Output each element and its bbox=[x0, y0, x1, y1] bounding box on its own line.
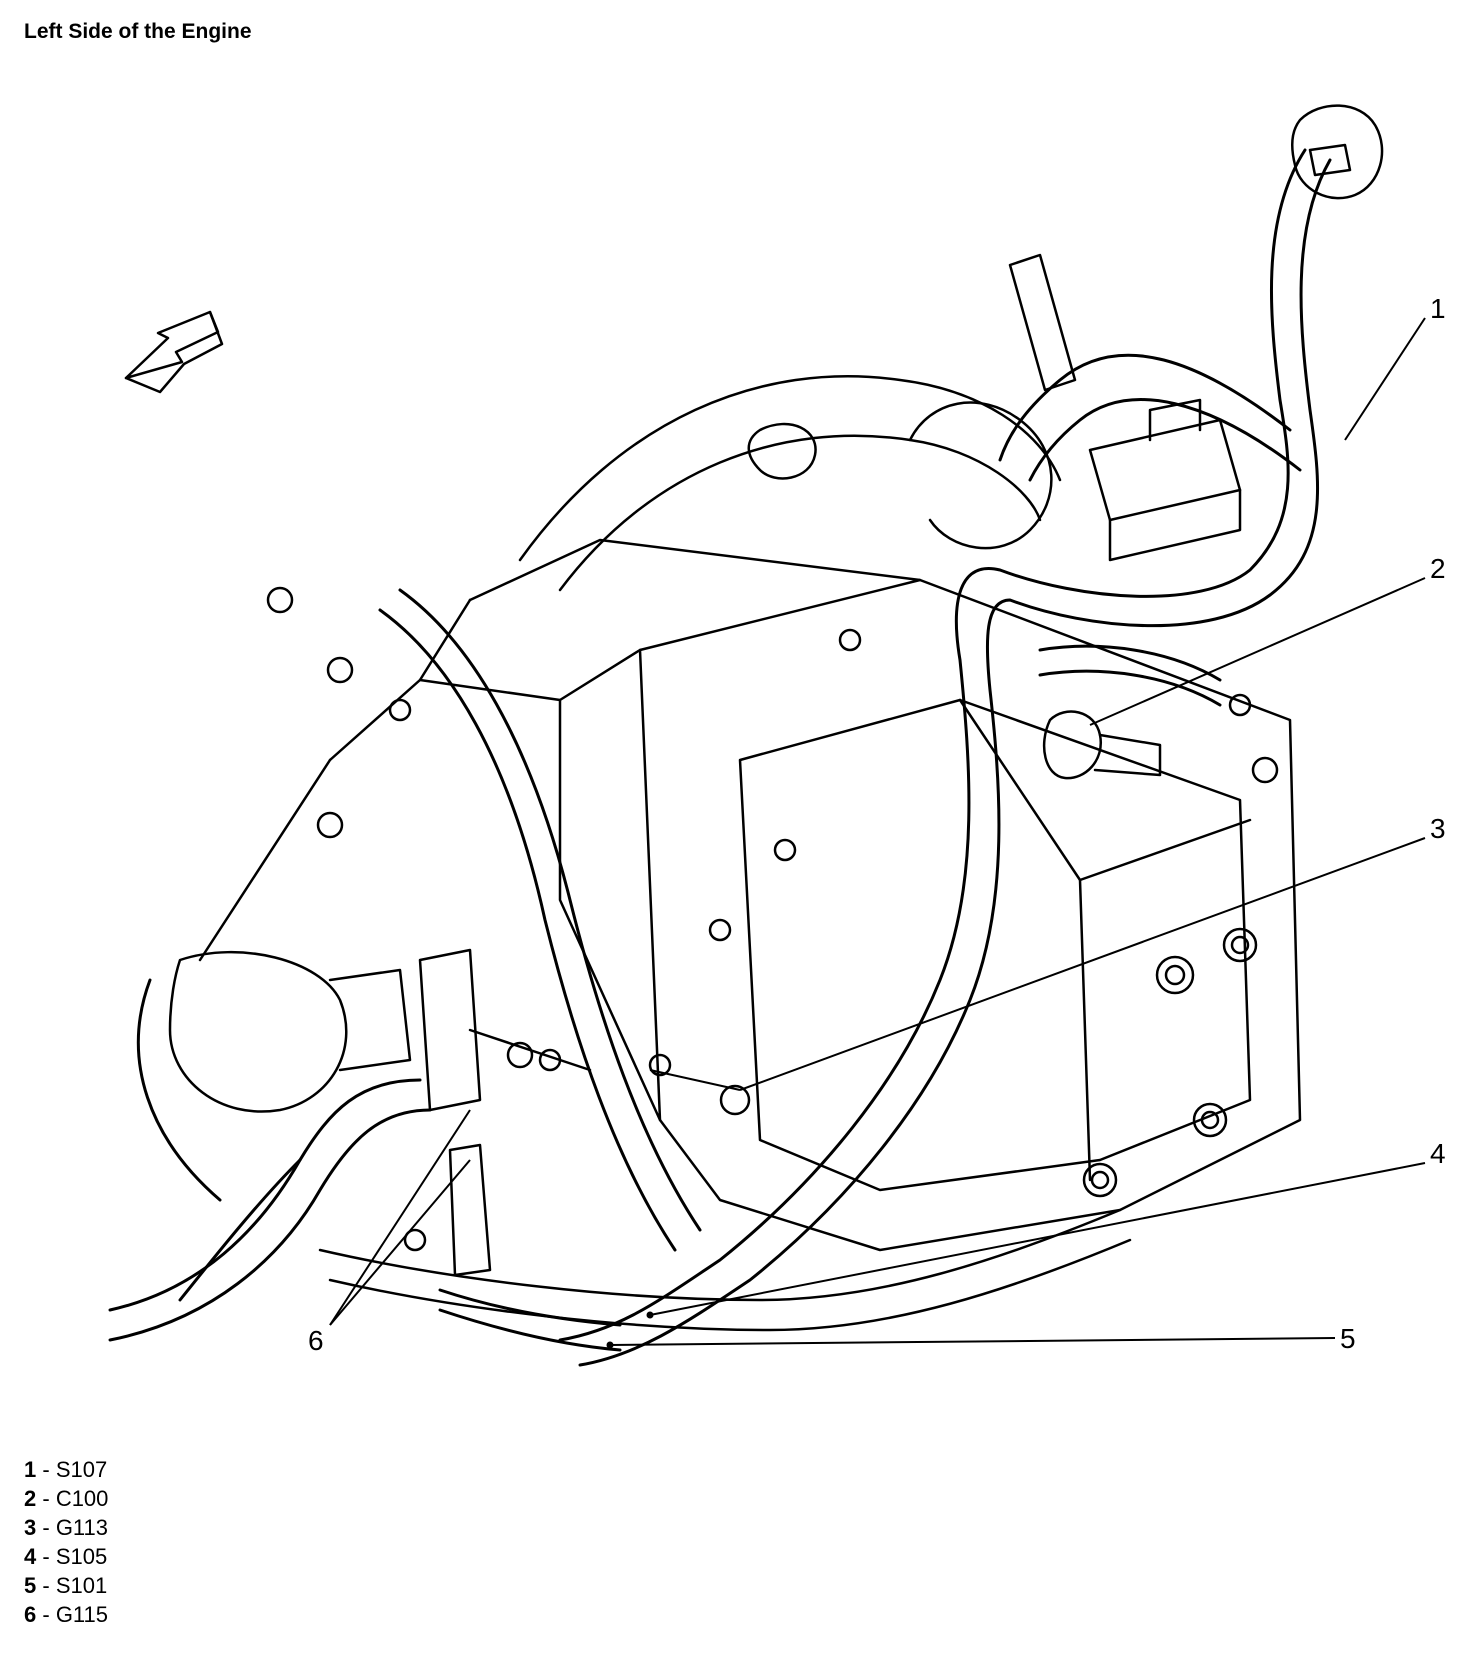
starter-motor bbox=[168, 950, 412, 1113]
callout-line-3b bbox=[649, 1069, 741, 1091]
callout-label-5: 5 bbox=[1340, 1323, 1356, 1354]
page-title: Left Side of the Engine bbox=[24, 20, 252, 43]
callout-label-4: 4 bbox=[1430, 1138, 1446, 1169]
callout-line-5 bbox=[609, 1337, 1336, 1346]
ground-bracket bbox=[418, 948, 751, 1277]
connector-housing bbox=[1088, 398, 1242, 562]
engine-block bbox=[198, 538, 1302, 1252]
legend-number: 3 bbox=[24, 1515, 37, 1540]
callout-label-3: 3 bbox=[1430, 813, 1446, 844]
legend-code: S105 bbox=[55, 1544, 108, 1569]
legend-separator: - bbox=[36, 1486, 56, 1511]
legend-number: 5 bbox=[24, 1573, 37, 1598]
legend-item: 6 - G115 bbox=[24, 1600, 108, 1629]
legend-code: S101 bbox=[55, 1573, 108, 1598]
legend-separator: - bbox=[36, 1573, 56, 1598]
legend-code: C100 bbox=[55, 1486, 109, 1511]
intake-duct bbox=[518, 253, 1077, 592]
legend-code: S107 bbox=[55, 1457, 108, 1482]
legend-code: G115 bbox=[55, 1602, 108, 1627]
legend-separator: - bbox=[36, 1515, 56, 1540]
legend-item: 4 - S105 bbox=[24, 1542, 108, 1571]
oil-pan bbox=[318, 1208, 1132, 1332]
legend-number: 6 bbox=[24, 1602, 37, 1627]
callout-label-1: 1 bbox=[1430, 293, 1446, 324]
legend-number: 2 bbox=[24, 1486, 37, 1511]
callout-label-6: 6 bbox=[308, 1325, 324, 1356]
legend-item: 3 - G113 bbox=[24, 1513, 108, 1542]
legend-separator: - bbox=[36, 1544, 56, 1569]
callout-line-3 bbox=[739, 837, 1426, 1091]
callout-line-6 bbox=[329, 1109, 471, 1326]
block-bolts bbox=[266, 586, 1279, 1252]
wiring-harness bbox=[108, 148, 1332, 1367]
legend-number: 4 bbox=[24, 1544, 37, 1569]
callout-dot-5 bbox=[606, 1341, 614, 1349]
legend-code: G113 bbox=[55, 1515, 108, 1540]
callout-label-2: 2 bbox=[1430, 553, 1446, 584]
legend-item: 2 - C100 bbox=[24, 1484, 108, 1513]
callout-line-1 bbox=[1344, 317, 1426, 441]
legend-separator: - bbox=[36, 1457, 56, 1482]
legend-number: 1 bbox=[24, 1457, 37, 1482]
callout-line-4 bbox=[649, 1162, 1426, 1316]
callout-legend: 1 - S107 2 - C100 3 - G113 4 - S105 5 - … bbox=[24, 1455, 108, 1629]
direction-arrow-icon bbox=[124, 310, 224, 394]
legend-item: 5 - S101 bbox=[24, 1571, 108, 1600]
callout-dot-4 bbox=[646, 1311, 654, 1319]
legend-separator: - bbox=[36, 1602, 56, 1627]
callout-line-6b bbox=[329, 1159, 471, 1326]
legend-item: 1 - S107 bbox=[24, 1455, 108, 1484]
c100-connector bbox=[1042, 710, 1162, 780]
harness-connector bbox=[1291, 104, 1384, 200]
callout-line-2 bbox=[1089, 577, 1426, 726]
